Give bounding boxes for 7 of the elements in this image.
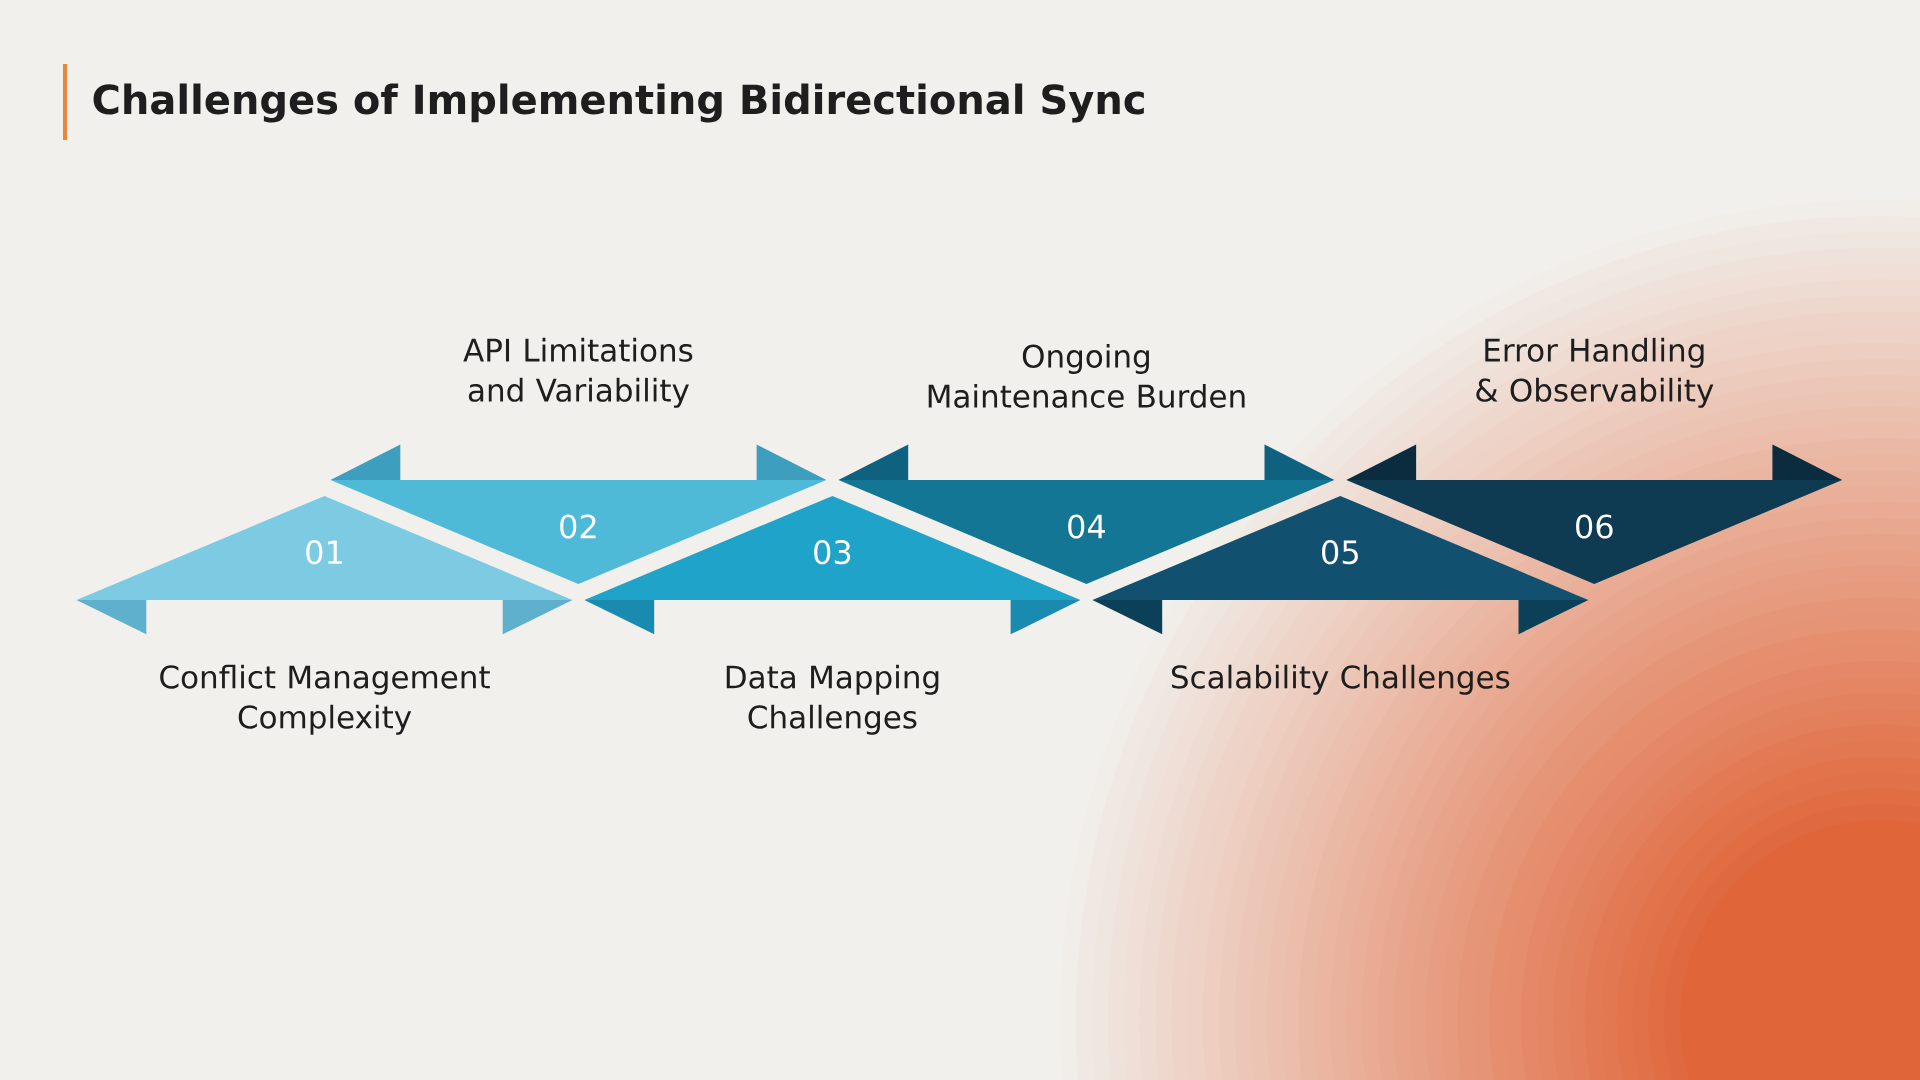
step-label: Ongoing Maintenance Burden	[928, 343, 1245, 408]
step-label: Error Handling & Observability	[1476, 337, 1714, 408]
step-label: Conflict Management Complexity	[160, 664, 490, 735]
step-label: API Limitations and Variability	[463, 337, 693, 408]
title: Challenges of Implementing Bidirectional Sync	[93, 83, 1144, 123]
step-label: Data Mapping Challenges	[726, 664, 939, 735]
step-label: Scalability Challenges	[1171, 664, 1510, 695]
